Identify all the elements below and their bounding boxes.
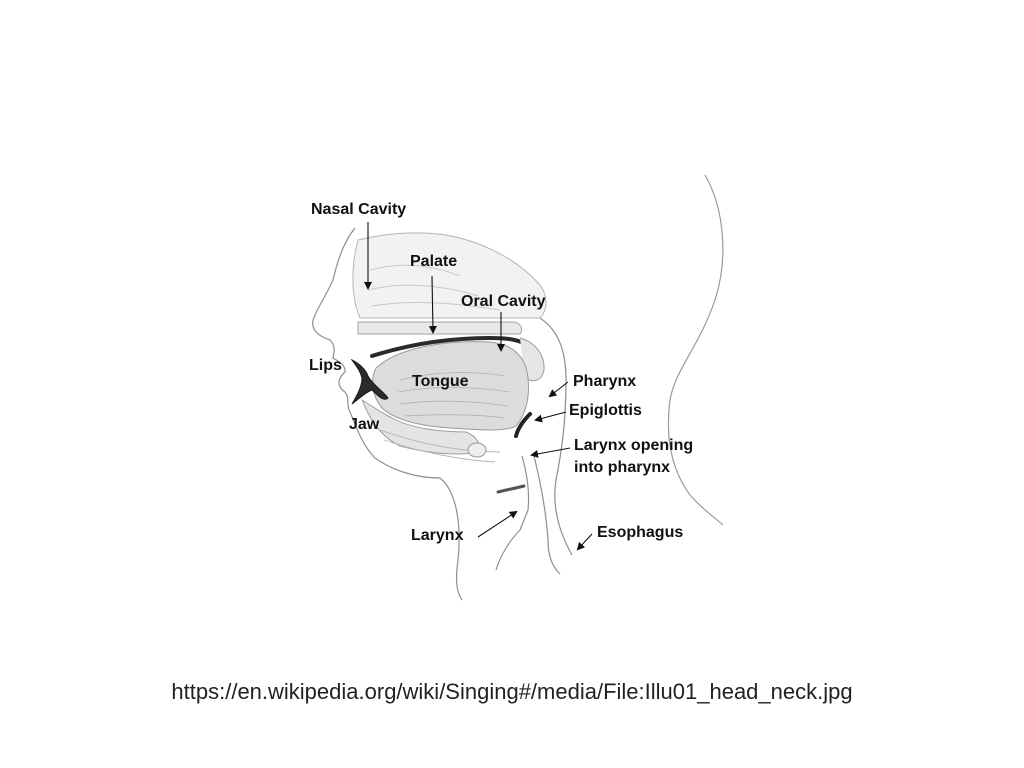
neck-muscles: [379, 429, 501, 463]
larynx-shape: [495, 455, 561, 575]
arrow-palate: [428, 275, 437, 334]
hyoid-bone: [467, 442, 487, 458]
label-esophagus: Esophagus: [597, 524, 684, 541]
source-url-caption: https://en.wikipedia.org/wiki/Singing#/m…: [171, 679, 853, 704]
lips-shape: [350, 358, 389, 405]
nasal-turbinates: [367, 264, 501, 311]
hard-palate-bone: [357, 321, 523, 335]
label-epiglottis: Epiglottis: [569, 402, 642, 419]
arrow-larynx-opening: [530, 447, 571, 458]
label-larynx-opening: Larynx opening into pharynx: [574, 435, 693, 479]
palate-dark-line: [370, 335, 530, 358]
label-larynx-opening-line2: into pharynx: [574, 459, 671, 476]
arrow-epiglottis: [534, 411, 567, 423]
label-oral-cavity: Oral Cavity: [461, 293, 546, 310]
arrow-larynx: [477, 510, 518, 538]
pharynx-back-wall: [539, 317, 573, 556]
label-jaw: Jaw: [349, 416, 380, 433]
face-profile-outline: [312, 227, 463, 601]
label-lips: Lips: [309, 357, 342, 374]
label-larynx: Larynx: [411, 527, 464, 544]
label-nasal-cavity: Nasal Cavity: [311, 201, 407, 218]
nasal-cavity-shape: [352, 232, 547, 319]
arrow-pharynx: [548, 381, 569, 398]
tongue-striations: [397, 372, 511, 419]
label-larynx-opening-line1: Larynx opening: [574, 437, 694, 454]
vocal-folds: [496, 484, 526, 494]
epiglottis-shape: [514, 412, 532, 438]
label-palate: Palate: [410, 253, 458, 270]
head-back-outline: [667, 174, 724, 526]
label-tongue: Tongue: [412, 373, 469, 390]
tongue-shape: [372, 341, 529, 431]
label-pharynx: Pharynx: [573, 373, 637, 390]
arrow-esophagus: [576, 533, 593, 551]
